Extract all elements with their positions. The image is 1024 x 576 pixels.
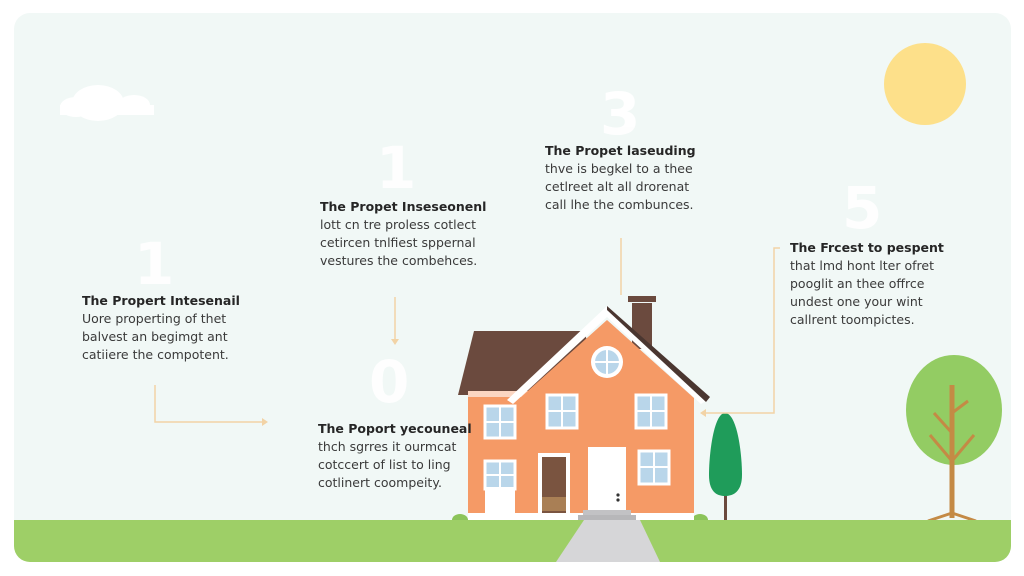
- step-description-line: cotlinert coompeity.: [318, 475, 442, 490]
- step-description-line: balvest an begimgt ant: [82, 329, 228, 344]
- step-number: 5: [842, 174, 883, 242]
- step-number: 1: [134, 230, 175, 298]
- step-description-line: callrent toompictes.: [790, 312, 915, 327]
- step-title: The Propet Inseseonenl: [320, 199, 487, 214]
- house-icon: [458, 296, 710, 520]
- infographic-canvas: 1 The Propert Intesenail Uore properting…: [14, 13, 1011, 562]
- step-description-line: call lhe the combunces.: [545, 197, 694, 212]
- cypress-tree-icon: [709, 413, 742, 520]
- step-title: The Propet laseuding: [545, 143, 696, 158]
- sun-icon: [884, 43, 966, 125]
- step-description-line: cetlreet alt all drorenat: [545, 179, 690, 194]
- step-number: 3: [600, 80, 641, 148]
- step-title: The Poport yecouneal: [318, 421, 472, 436]
- step-1-text: The Propert Intesenail Uore properting o…: [82, 292, 240, 364]
- step-description-line: lott cn tre proless cotlect: [320, 217, 477, 232]
- step-description-line: cotccert of list to ling: [318, 457, 451, 472]
- connector-lines: [154, 238, 780, 426]
- step-description-line: cetircen tnlfiest sppernal: [320, 235, 476, 250]
- cloud-icon: [60, 85, 154, 121]
- step-5-text: The Frcest to pespent that lmd hont lter…: [790, 239, 944, 329]
- step-title: The Frcest to pespent: [790, 240, 944, 255]
- walkway-overlay: [556, 520, 660, 562]
- step-description-line: vestures the combehces.: [320, 253, 478, 268]
- step-3-text: The Propet laseuding thve is begkel to a…: [545, 142, 696, 214]
- step-number: 0: [369, 348, 410, 416]
- ground: [14, 520, 1011, 562]
- step-title: The Propert Intesenail: [82, 293, 240, 308]
- step-4-text: The Poport yecouneal thch sgrres it ourm…: [318, 420, 472, 492]
- step-description-line: that lmd hont lter ofret: [790, 258, 934, 273]
- oak-tree-icon: [906, 355, 1002, 523]
- step-description-line: catiiere the compotent.: [82, 347, 229, 362]
- step-description-line: undest one your wint: [790, 294, 923, 309]
- step-description-line: thve is begkel to a thee: [545, 161, 693, 176]
- step-number: 1: [376, 134, 417, 202]
- house-scene-illustration: [60, 43, 1002, 562]
- step-2-text: The Propet Inseseonenl lott cn tre prole…: [320, 198, 486, 270]
- step-description-line: thch sgrres it ourmcat: [318, 439, 457, 454]
- step-description-line: pooglit an thee offrce: [790, 276, 925, 291]
- step-description-line: Uore properting of thet: [82, 311, 227, 326]
